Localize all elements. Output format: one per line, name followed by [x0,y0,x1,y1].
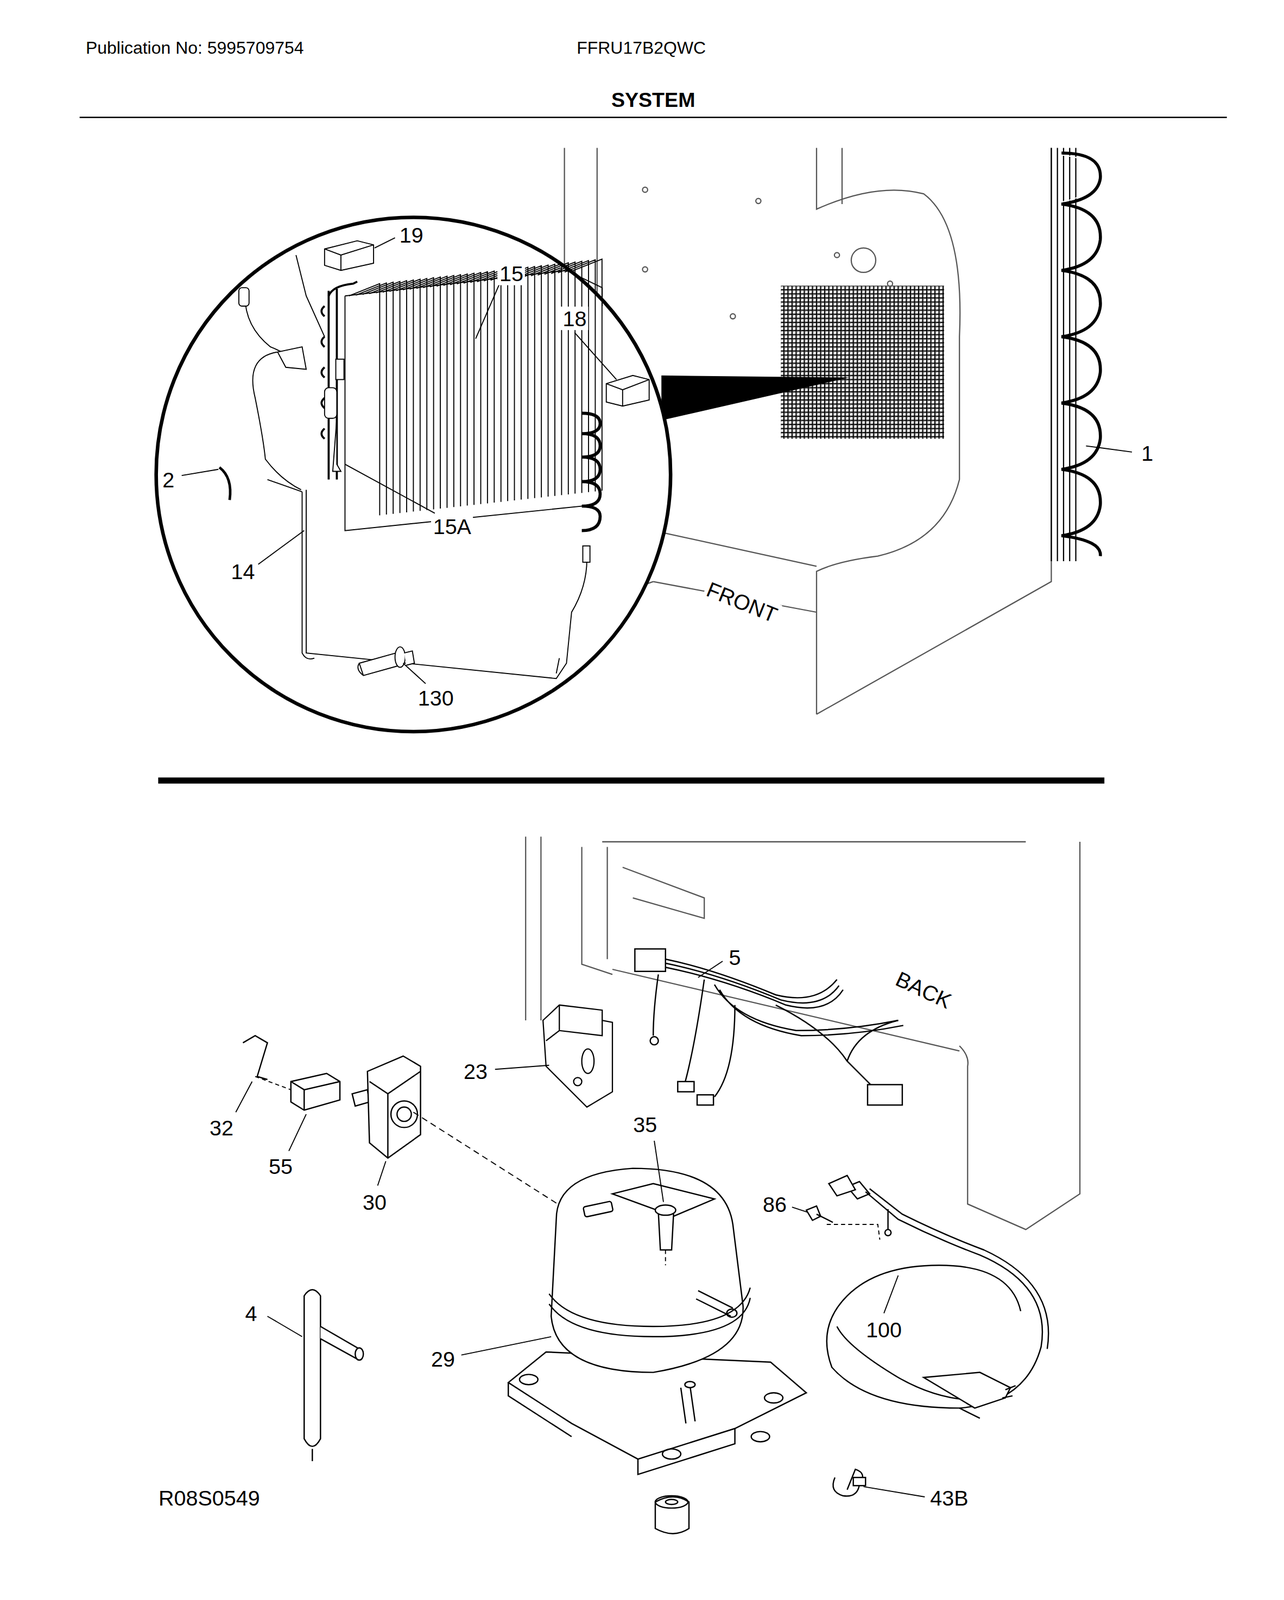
callout-number: 32 [207,1116,236,1140]
callout-number: 23 [461,1059,490,1084]
callout-number: 14 [229,559,257,584]
leader-lines [181,237,1132,1498]
callout-number: 15 [497,261,526,286]
callout-number: 100 [863,1318,904,1342]
callout-number: FRONT [701,576,783,628]
page-title: SYSTEM [609,89,698,112]
callout-number: 30 [360,1190,389,1214]
callout-number: 1 [1139,441,1155,465]
header-text: R08S0549 [156,1486,262,1510]
callout-number: 43B [928,1486,971,1510]
callout-number: 86 [760,1192,789,1217]
callout-number: BACK [890,966,958,1015]
callout-number: 130 [415,686,456,710]
callout-number: 2 [160,467,176,492]
callout-number: 15A [431,514,474,539]
callout-number: 19 [397,223,426,247]
callout-number: 5 [726,945,743,970]
callout-number: 18 [560,306,589,331]
callout-number: 29 [428,1348,457,1372]
header-text: Publication No: 5995709754 [83,38,306,59]
header-text: FFRU17B2QWC [574,38,708,59]
callout-number: 35 [630,1112,659,1137]
callout-number: 55 [266,1154,295,1179]
callout-number: 4 [243,1301,259,1326]
